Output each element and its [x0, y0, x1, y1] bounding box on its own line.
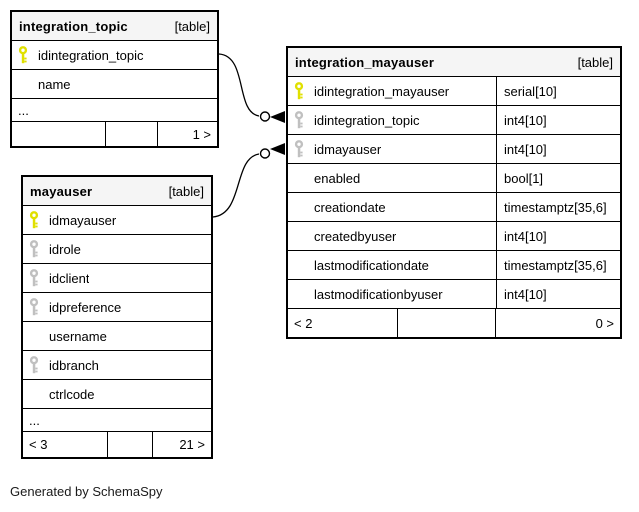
column-name: idintegration_mayauser — [314, 83, 450, 99]
more-columns-ellipsis: ... — [12, 98, 217, 121]
column-row-createdbyuser: createdbyuser int4[10] — [288, 221, 620, 250]
foreign-key-icon — [23, 298, 49, 316]
footer-middle-cell — [107, 432, 152, 457]
footer-middle-cell — [397, 309, 495, 337]
table-integration_mayauser[interactable]: integration_mayauser [table] idintegration… — [286, 46, 622, 339]
arrowhead-icon — [270, 111, 285, 123]
table-footer: 1 > — [12, 121, 217, 146]
primary-key-icon — [12, 46, 38, 64]
column-row-enabled: enabled bool[1] — [288, 163, 620, 192]
column-type: serial[10] — [496, 77, 620, 105]
column-row-lastmodificationbyuser: lastmodificationbyuser int4[10] — [288, 279, 620, 308]
table-footer: < 3 21 > — [23, 431, 211, 457]
column-row-idpreference: idpreference — [23, 292, 211, 321]
column-row-lastmodificationdate: lastmodificationdate timestamptz[35,6] — [288, 250, 620, 279]
arrowhead-icon — [270, 143, 285, 155]
related-tables-count-left — [12, 122, 105, 146]
more-columns-ellipsis: ... — [23, 408, 211, 431]
foreign-key-icon — [23, 240, 49, 258]
column-name: idmayauser — [314, 141, 382, 157]
column-row-ctrlcode: ctrlcode — [23, 379, 211, 408]
column-name: createdbyuser — [314, 228, 397, 244]
related-tables-count-left: < 2 — [294, 315, 313, 331]
column-type: int4[10] — [496, 222, 620, 250]
column-name: idclient — [49, 270, 90, 286]
related-tables-count-right: 21 > — [152, 432, 211, 457]
zero-or-one-circle-icon — [259, 111, 271, 122]
column-row-username: username — [23, 321, 211, 350]
column-name: idmayauser — [49, 212, 117, 228]
column-name: creationdate — [314, 199, 386, 215]
related-tables-count-left: < 3 — [29, 437, 48, 452]
related-tables-count-right: 1 > — [157, 122, 217, 146]
column-row-name: name — [12, 69, 217, 98]
table-header-integration_mayauser[interactable]: integration_mayauser [table] — [288, 48, 620, 76]
table-tag: [table] — [174, 18, 210, 34]
related-tables-count-right: 0 > — [495, 309, 620, 337]
column-type: bool[1] — [496, 164, 620, 192]
foreign-key-icon — [23, 269, 49, 287]
table-title: mayauser — [30, 183, 93, 199]
column-type: int4[10] — [496, 106, 620, 134]
column-name: idpreference — [49, 299, 122, 315]
column-name: username — [49, 328, 107, 344]
foreign-key-icon — [23, 356, 49, 374]
primary-key-icon — [288, 82, 314, 100]
column-row-creationdate: creationdate timestamptz[35,6] — [288, 192, 620, 221]
column-name: ctrlcode — [49, 386, 95, 402]
table-title: integration_topic — [19, 18, 128, 34]
column-name: name — [38, 76, 71, 92]
column-row-idintegration_topic: idintegration_topic int4[10] — [288, 105, 620, 134]
foreign-key-icon — [288, 140, 314, 158]
column-name: lastmodificationbyuser — [314, 286, 443, 302]
column-name: idbranch — [49, 357, 99, 373]
column-type: int4[10] — [496, 135, 620, 163]
column-name: enabled — [314, 170, 361, 186]
column-row-idclient: idclient — [23, 263, 211, 292]
table-tag: [table] — [577, 54, 613, 70]
column-row-idmayauser: idmayauser int4[10] — [288, 134, 620, 163]
column-row-idmayauser: idmayauser — [23, 205, 211, 234]
column-type: timestamptz[35,6] — [496, 193, 620, 221]
column-row-idintegration_topic: idintegration_topic — [12, 40, 217, 69]
generated-by-note: Generated by SchemaSpy — [10, 484, 163, 499]
primary-key-icon — [23, 211, 49, 229]
column-type: timestamptz[35,6] — [496, 251, 620, 279]
column-row-idrole: idrole — [23, 234, 211, 263]
column-row-idbranch: idbranch — [23, 350, 211, 379]
footer-middle-cell — [105, 122, 157, 146]
table-mayauser[interactable]: mayauser [table] idmayauser idrole idclient i… — [21, 175, 213, 459]
connector-mayauser-to-integration_mayauser — [212, 143, 285, 218]
table-title: integration_mayauser — [295, 54, 435, 70]
column-name: idrole — [49, 241, 81, 257]
column-name: idintegration_topic — [38, 47, 144, 63]
table-integration_topic[interactable]: integration_topic [table] idintegration_to… — [10, 10, 219, 148]
column-type: int4[10] — [496, 280, 620, 308]
table-header-mayauser[interactable]: mayauser [table] — [23, 177, 211, 205]
column-row-idintegration_mayauser: idintegration_mayauser serial[10] — [288, 76, 620, 105]
table-tag: [table] — [168, 183, 204, 199]
column-name: idintegration_topic — [314, 112, 420, 128]
zero-or-one-circle-icon — [259, 148, 271, 159]
connector-integration_topic-to-integration_mayauser — [218, 53, 285, 123]
table-header-integration_topic[interactable]: integration_topic [table] — [12, 12, 217, 40]
table-footer: < 2 0 > — [288, 308, 620, 337]
foreign-key-icon — [288, 111, 314, 129]
column-name: lastmodificationdate — [314, 257, 429, 273]
